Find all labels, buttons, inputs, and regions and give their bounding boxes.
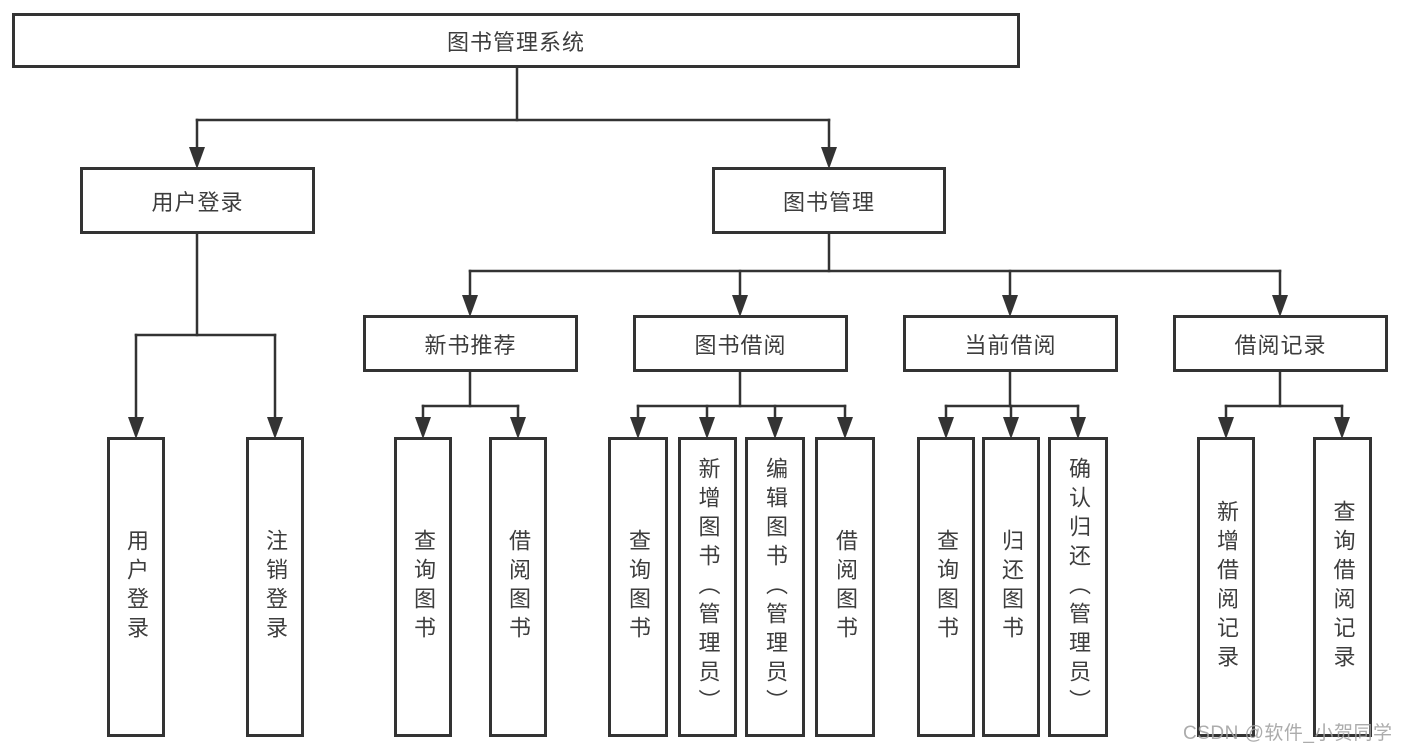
arrowhead-icon (189, 147, 205, 169)
node-add-book-admin-label: 新增图书（管理员） (695, 456, 721, 718)
node-return-book-label: 归还图书 (999, 529, 1024, 645)
arrowhead-icon (630, 417, 646, 439)
node-book-management-label: 图书管理 (782, 189, 875, 215)
node-login: 用户登录 (107, 437, 165, 737)
node-edit-book-admin-label: 编辑图书（管理员） (763, 456, 788, 718)
node-recommend-borrow-book: 借阅图书 (489, 437, 547, 737)
arrowhead-icon (415, 417, 431, 439)
node-borrow-query-book: 查询图书 (608, 437, 668, 737)
node-new-book-recommend: 新书推荐 (363, 315, 578, 372)
arrowhead-icon (1003, 417, 1019, 439)
node-add-borrow-record-label: 新增借阅记录 (1214, 500, 1239, 674)
arrowhead-icon (128, 417, 144, 439)
arrowhead-icon (1334, 417, 1350, 439)
arrowhead-icon (821, 147, 837, 169)
arrowhead-icon (1070, 417, 1086, 439)
csdn-watermark: CSDN @软件_小贺同学 (1183, 723, 1393, 744)
node-root: 图书管理系统 (12, 13, 1020, 68)
node-new-book-recommend-label: 新书推荐 (424, 332, 517, 358)
node-recommend-query-book-label: 查询图书 (411, 529, 436, 645)
node-user-login: 用户登录 (80, 167, 315, 234)
node-user-login-label: 用户登录 (151, 189, 244, 215)
node-borrow-record: 借阅记录 (1173, 315, 1388, 372)
node-borrow-book-label: 借阅图书 (833, 529, 858, 645)
node-logout: 注销登录 (246, 437, 304, 737)
arrowhead-icon (1272, 295, 1288, 317)
node-query-borrow-record: 查询借阅记录 (1313, 437, 1372, 737)
node-current-borrow-label: 当前借阅 (964, 332, 1057, 358)
node-book-management: 图书管理 (712, 167, 946, 234)
node-confirm-return-admin-label: 确认归还（管理员） (1066, 456, 1091, 718)
node-logout-label: 注销登录 (263, 529, 288, 645)
node-current-query-book-label: 查询图书 (934, 529, 959, 645)
node-book-borrow: 图书借阅 (633, 315, 848, 372)
node-recommend-borrow-book-label: 借阅图书 (506, 529, 531, 645)
node-login-label: 用户登录 (124, 529, 149, 645)
arrowhead-icon (462, 295, 478, 317)
node-borrow-book: 借阅图书 (815, 437, 875, 737)
node-current-query-book: 查询图书 (917, 437, 975, 737)
arrowhead-icon (767, 417, 783, 439)
arrowhead-icon (510, 417, 526, 439)
node-query-borrow-record-label: 查询借阅记录 (1330, 500, 1356, 674)
arrowhead-icon (267, 417, 283, 439)
node-add-borrow-record: 新增借阅记录 (1197, 437, 1255, 737)
arrowhead-icon (938, 417, 954, 439)
node-recommend-query-book: 查询图书 (394, 437, 452, 737)
arrowhead-icon (1002, 295, 1018, 317)
node-confirm-return-admin: 确认归还（管理员） (1048, 437, 1108, 737)
node-return-book: 归还图书 (982, 437, 1040, 737)
node-edit-book-admin: 编辑图书（管理员） (745, 437, 805, 737)
node-root-label: 图书管理系统 (446, 29, 585, 55)
node-borrow-query-book-label: 查询图书 (626, 529, 651, 645)
arrowhead-icon (837, 417, 853, 439)
node-add-book-admin: 新增图书（管理员） (678, 437, 737, 737)
arrowhead-icon (1218, 417, 1234, 439)
arrowhead-icon (732, 295, 748, 317)
arrowhead-icon (699, 417, 715, 439)
node-borrow-record-label: 借阅记录 (1234, 332, 1327, 358)
node-current-borrow: 当前借阅 (903, 315, 1118, 372)
node-book-borrow-label: 图书借阅 (694, 332, 787, 358)
